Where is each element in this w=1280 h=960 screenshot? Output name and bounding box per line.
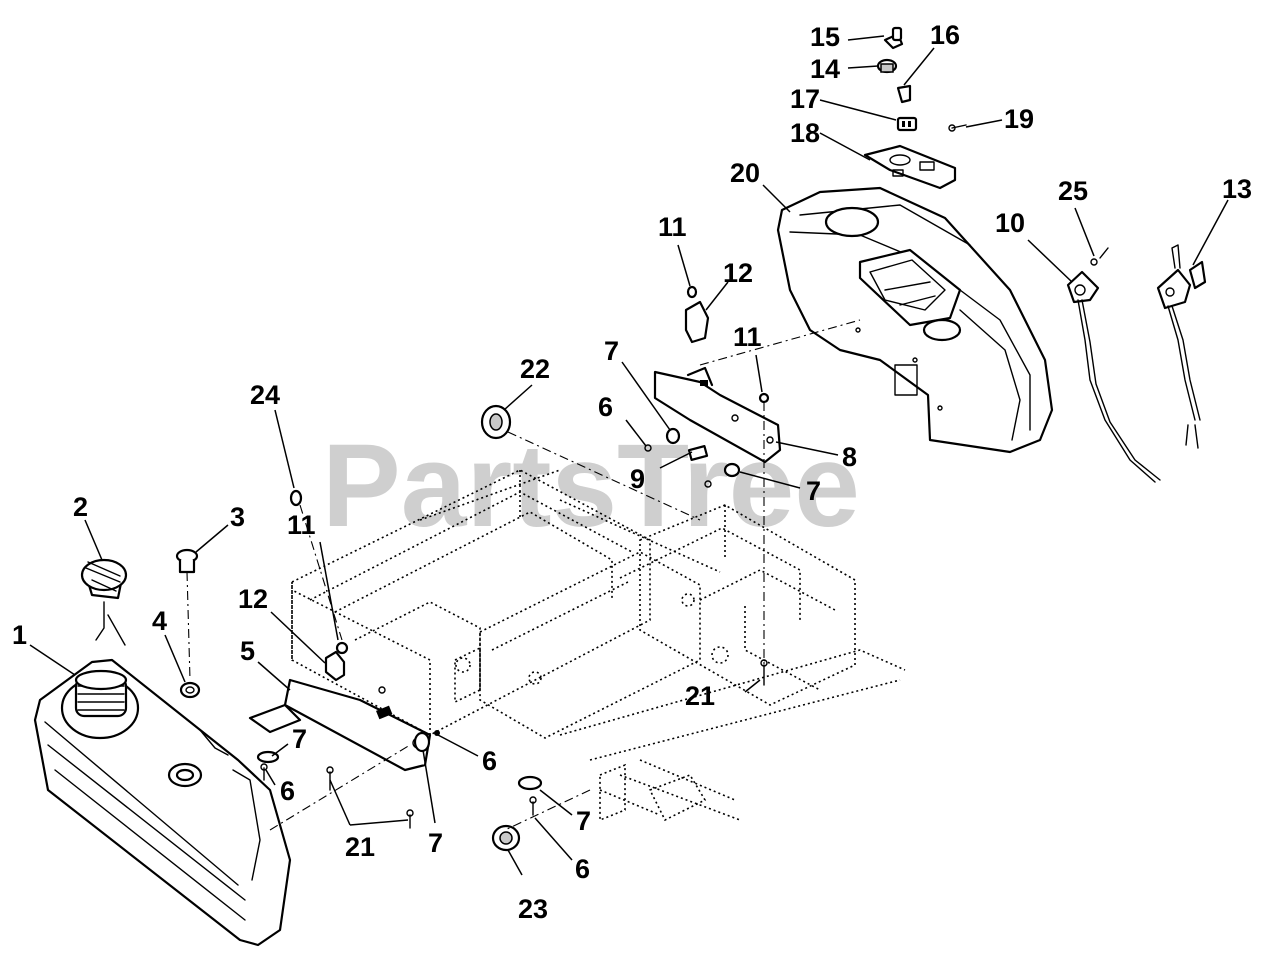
- fuel-cap: [80, 558, 128, 646]
- callout-21-right: 21: [685, 681, 715, 711]
- callout-21-left: 21: [345, 832, 375, 862]
- callout-6-left: 6: [280, 776, 295, 806]
- callout-12-right: 12: [723, 258, 753, 288]
- rear-bracket: [644, 366, 782, 488]
- callout-6-center: 6: [482, 746, 497, 776]
- callout-6-right: 6: [598, 392, 613, 422]
- left-bracket: [248, 678, 432, 831]
- callout-6-bottom: 6: [575, 854, 590, 884]
- callout-17: 17: [790, 84, 820, 114]
- callout-25: 25: [1058, 176, 1088, 206]
- grommet-assembly: [175, 548, 201, 699]
- callout-16: 16: [930, 20, 960, 50]
- callout-7-upper: 7: [604, 336, 619, 366]
- chassis-frame: [291, 469, 906, 822]
- callout-18: 18: [790, 118, 820, 148]
- callout-15: 15: [810, 22, 840, 52]
- callout-7-center: 7: [428, 828, 443, 858]
- control-panel-parts: [863, 26, 967, 190]
- callout-3: 3: [230, 502, 245, 532]
- callout-11-upper: 11: [658, 212, 687, 242]
- callout-20: 20: [730, 158, 760, 188]
- callout-12-left: 12: [238, 584, 268, 614]
- callout-14: 14: [810, 54, 840, 84]
- callout-5: 5: [240, 636, 255, 666]
- fuel-tank: [33, 658, 292, 947]
- callout-11-right: 11: [733, 322, 762, 352]
- mount-bolt: [758, 392, 770, 686]
- callout-2: 2: [73, 492, 88, 522]
- clip-bracket-right: [684, 285, 710, 344]
- callout-7-bottom: 7: [576, 806, 591, 836]
- callout-23: 23: [518, 894, 548, 924]
- callout-labels: 1 2 3 4 5 6 6 6 6 7 7 7 7 7 8 9 10 11 11…: [12, 20, 1252, 924]
- throttle-linkage: [1156, 244, 1207, 449]
- hardware-bottom: [504, 775, 591, 831]
- callout-1: 1: [12, 620, 27, 650]
- callout-7-right: 7: [806, 476, 821, 506]
- fender-console: [699, 186, 1054, 454]
- callout-7-left: 7: [292, 724, 307, 754]
- callout-10: 10: [995, 208, 1025, 238]
- callout-8: 8: [842, 442, 857, 472]
- callout-13: 13: [1222, 174, 1252, 204]
- callout-24: 24: [250, 380, 280, 410]
- hardware-left: [256, 730, 440, 829]
- leader-lines: [29, 35, 1229, 876]
- throttle-cable: [1066, 247, 1161, 483]
- grommets: [480, 404, 701, 852]
- callout-9: 9: [630, 464, 645, 494]
- callout-22: 22: [520, 354, 550, 384]
- clip-bracket-left: [289, 489, 349, 682]
- callout-11-left: 11: [287, 510, 316, 540]
- callout-4: 4: [152, 606, 167, 636]
- callout-19: 19: [1004, 104, 1034, 134]
